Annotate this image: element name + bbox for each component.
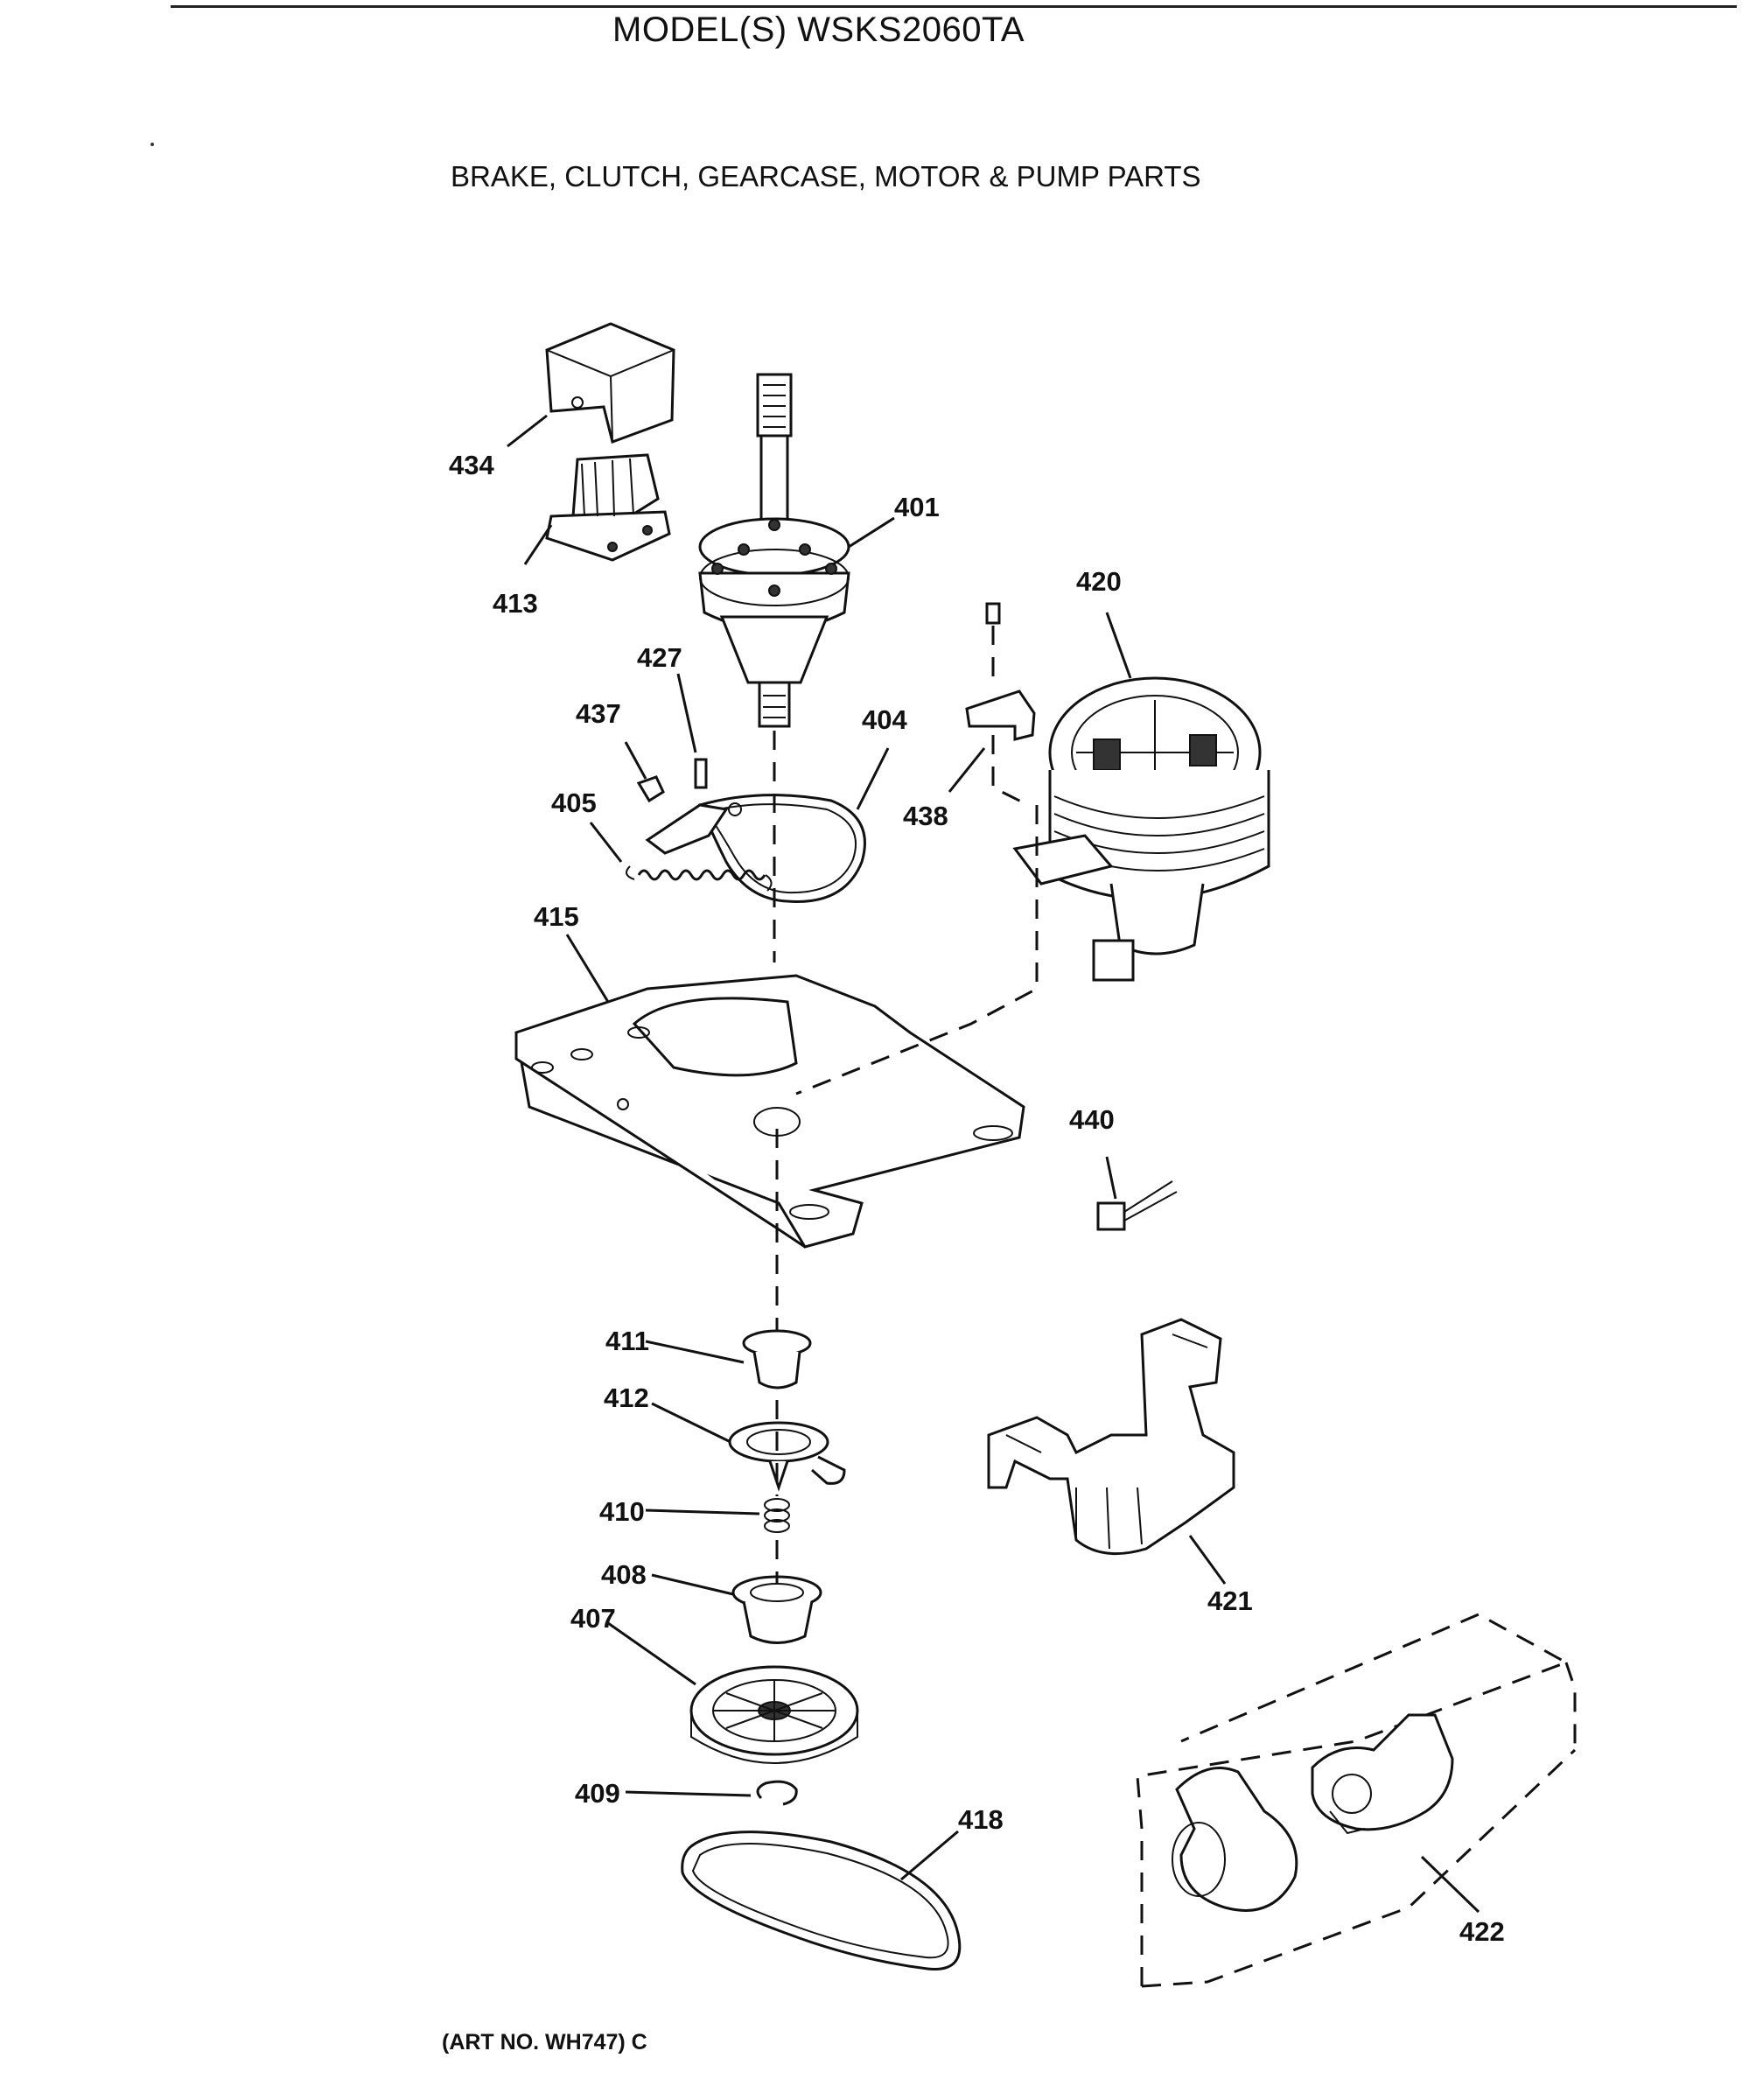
part-421-pump-bracket xyxy=(987,1318,1235,1556)
part-420-motor xyxy=(1012,676,1270,982)
part-407-pulley xyxy=(689,1665,859,1764)
callout-401: 401 xyxy=(894,492,940,522)
part-415-mounting-plate xyxy=(514,974,1025,1249)
part-411-bearing xyxy=(742,1329,812,1390)
callout-438: 438 xyxy=(903,801,948,831)
leader-lines xyxy=(507,414,1480,1914)
callout-410: 410 xyxy=(599,1496,645,1527)
callout-412: 412 xyxy=(604,1382,649,1413)
callout-407: 407 xyxy=(570,1603,616,1634)
model-heading: MODEL(S) WSKS2060TA xyxy=(612,10,1025,49)
callout-labels: 434 413 401 420 427 437 404 438 405 415 … xyxy=(449,450,1505,1947)
callout-421: 421 xyxy=(1207,1586,1253,1616)
callout-418: 418 xyxy=(958,1804,1004,1835)
callout-404: 404 xyxy=(862,704,907,735)
part-408-coupling xyxy=(731,1575,822,1644)
part-405-spring xyxy=(626,865,773,892)
diagram-title: BRAKE, CLUTCH, GEARCASE, MOTOR & PUMP PA… xyxy=(451,160,1201,192)
part-422-pump-assembly xyxy=(1136,1613,1577,1988)
callout-440: 440 xyxy=(1069,1104,1115,1135)
callout-422: 422 xyxy=(1459,1916,1505,1947)
callout-408: 408 xyxy=(601,1559,647,1590)
art-number: (ART NO. WH747) C xyxy=(442,2030,647,2054)
part-438-bracket xyxy=(965,602,1036,741)
part-409-retaining-clip xyxy=(756,1780,798,1806)
part-410-spring xyxy=(764,1498,790,1533)
callout-413: 413 xyxy=(493,588,538,619)
callout-420: 420 xyxy=(1076,566,1122,597)
assembly-guide-lines xyxy=(773,731,1039,1584)
part-440-wire-connector xyxy=(1096,1180,1178,1231)
callout-415: 415 xyxy=(534,901,579,932)
part-427-pin xyxy=(694,758,708,789)
part-418-drive-belt xyxy=(681,1830,962,1970)
part-404-brake-band xyxy=(645,794,866,903)
scan-speck xyxy=(150,143,154,146)
part-437-clip xyxy=(636,775,665,803)
callout-437: 437 xyxy=(576,698,621,729)
part-434-cover xyxy=(545,322,675,444)
callout-405: 405 xyxy=(551,788,597,818)
callout-411: 411 xyxy=(605,1326,649,1356)
top-rule xyxy=(171,5,1737,8)
part-401-transmission xyxy=(698,373,850,728)
part-413-solenoid xyxy=(545,453,671,562)
callout-434: 434 xyxy=(449,450,494,480)
part-412-seal xyxy=(728,1421,846,1492)
callout-427: 427 xyxy=(637,642,682,673)
callout-409: 409 xyxy=(575,1778,620,1809)
